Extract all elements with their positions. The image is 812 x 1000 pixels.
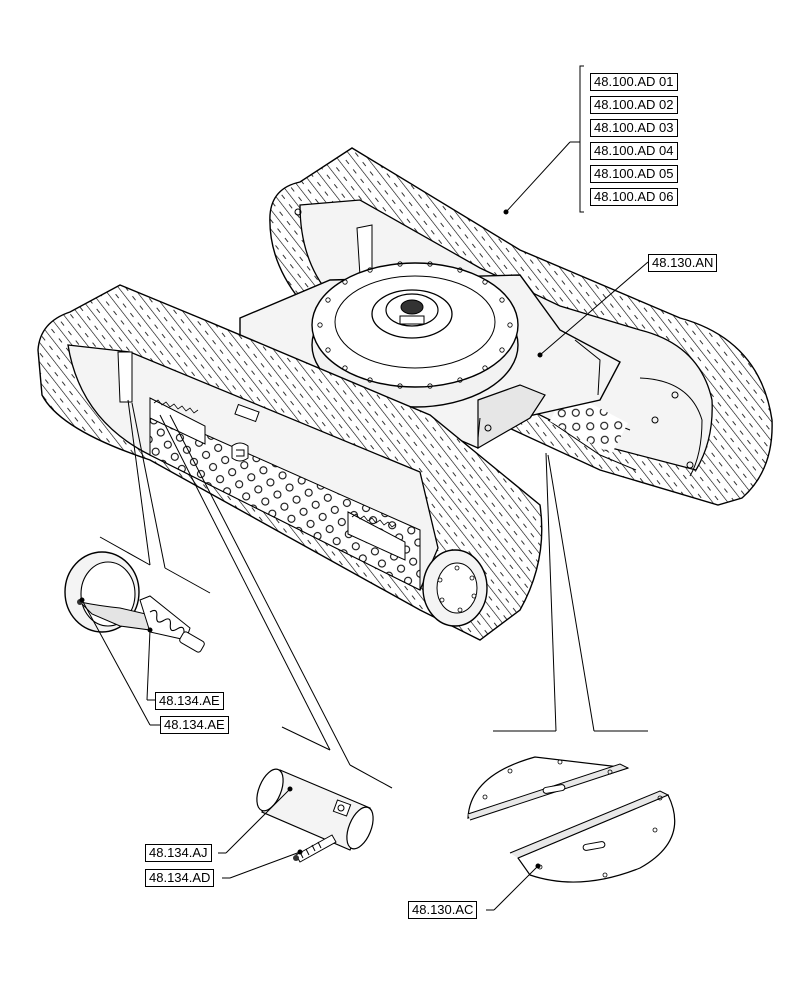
callout-track-link-01[interactable]: 48.100.AD 01 (590, 73, 678, 91)
idler-wheel-detail (64, 536, 211, 653)
tensioner-cylinder-detail (256, 726, 393, 863)
callout-tensioner-cylinder[interactable]: 48.134.AJ (145, 844, 212, 862)
cover-plate-detail (467, 730, 676, 883)
callout-idler-upper[interactable]: 48.134.AE (155, 692, 224, 710)
callout-grease-fitting[interactable]: 48.134.AD (145, 869, 215, 887)
callout-track-link-02[interactable]: 48.100.AD 02 (590, 96, 678, 114)
callout-track-link-03[interactable]: 48.100.AD 03 (590, 119, 678, 137)
callout-frame[interactable]: 48.130.AN (648, 254, 718, 272)
left-track-assembly (37, 284, 543, 641)
callout-idler-lower[interactable]: 48.134.AE (160, 716, 229, 734)
track-guard-front (149, 397, 206, 445)
callout-cover-plate[interactable]: 48.130.AC (408, 901, 478, 919)
callout-track-link-04[interactable]: 48.100.AD 04 (590, 142, 678, 160)
track-guard-rear (347, 511, 406, 561)
car-body-frame (239, 261, 621, 450)
callout-track-link-06[interactable]: 48.100.AD 06 (590, 188, 678, 206)
track-group-bracket (579, 65, 584, 213)
leader-lines (79, 65, 649, 911)
callout-track-link-05[interactable]: 48.100.AD 05 (590, 165, 678, 183)
